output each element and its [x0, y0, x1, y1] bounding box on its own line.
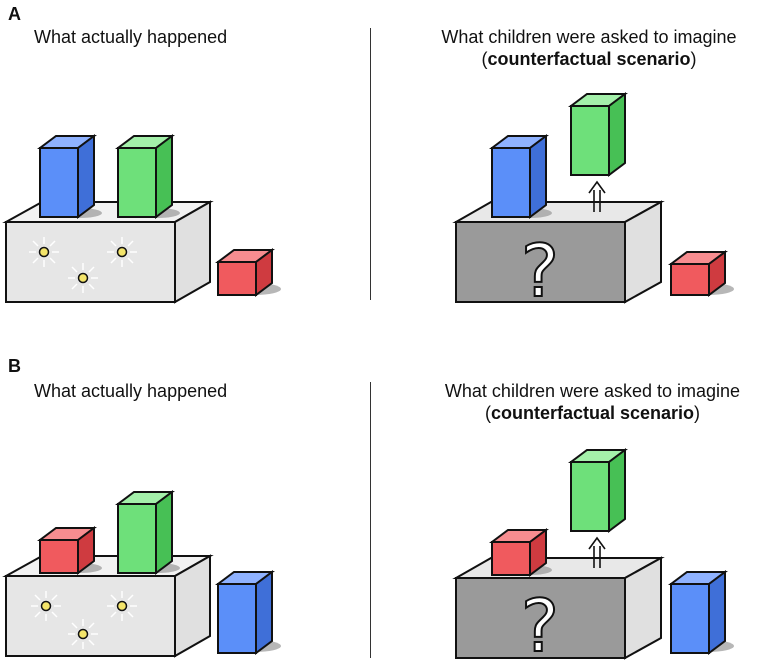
green-block	[115, 490, 175, 575]
red-block	[489, 528, 549, 577]
green-block	[115, 134, 175, 219]
blue-block	[489, 134, 549, 219]
light-icon	[30, 590, 62, 622]
panel-b-counterfactual-label: counterfactual scenario	[490, 403, 695, 423]
blue-block	[668, 570, 734, 655]
green-block-lifted	[568, 92, 628, 177]
panel-a-letter: A	[8, 4, 21, 24]
panel-b-right-scene: ?	[452, 448, 734, 665]
panel-b-divider	[370, 382, 371, 658]
panel-b-right-caption-line2: (counterfactual scenario)	[484, 403, 701, 423]
panel-a-right-caption: What children were asked to imagine (cou…	[420, 26, 758, 70]
panel-a-counterfactual-label: counterfactual scenario	[487, 49, 691, 69]
detector-box-unknown: ?	[452, 200, 665, 314]
detector-box-unknown: ?	[452, 556, 665, 665]
panel-a-left-scene	[2, 134, 281, 304]
light-icon	[67, 262, 99, 294]
green-block-lifted	[568, 448, 628, 533]
detector-box-lit	[2, 200, 214, 304]
blue-block	[37, 134, 97, 219]
panel-a-divider	[370, 28, 371, 300]
light-icon	[106, 590, 138, 622]
panel-b-left-caption: What actually happened	[34, 381, 228, 401]
light-icon	[106, 236, 138, 268]
question-mark-icon: ?	[521, 229, 559, 313]
panel-a-right-caption-line1: What children were asked to imagine	[441, 27, 737, 47]
panel-a-left-caption: What actually happened	[34, 27, 228, 47]
detector-box-lit	[2, 554, 214, 658]
panel-a-right-caption-line2: (counterfactual scenario)	[481, 49, 697, 69]
light-icon	[67, 618, 99, 650]
lift-arrow-icon	[588, 180, 606, 212]
red-block	[37, 526, 97, 575]
red-block	[668, 250, 734, 297]
lift-arrow-icon	[588, 536, 606, 568]
panel-b-letter: B	[8, 356, 21, 376]
panel-a-right-scene: ?	[452, 92, 734, 314]
red-block	[215, 248, 281, 297]
panel-b-right-caption: What children were asked to imagine (cou…	[420, 380, 765, 424]
question-mark-icon: ?	[521, 584, 559, 665]
panel-b-right-caption-line1: What children were asked to imagine	[444, 381, 741, 401]
panel-b-left-scene	[2, 490, 281, 658]
blue-block	[215, 570, 281, 655]
light-icon	[28, 236, 60, 268]
